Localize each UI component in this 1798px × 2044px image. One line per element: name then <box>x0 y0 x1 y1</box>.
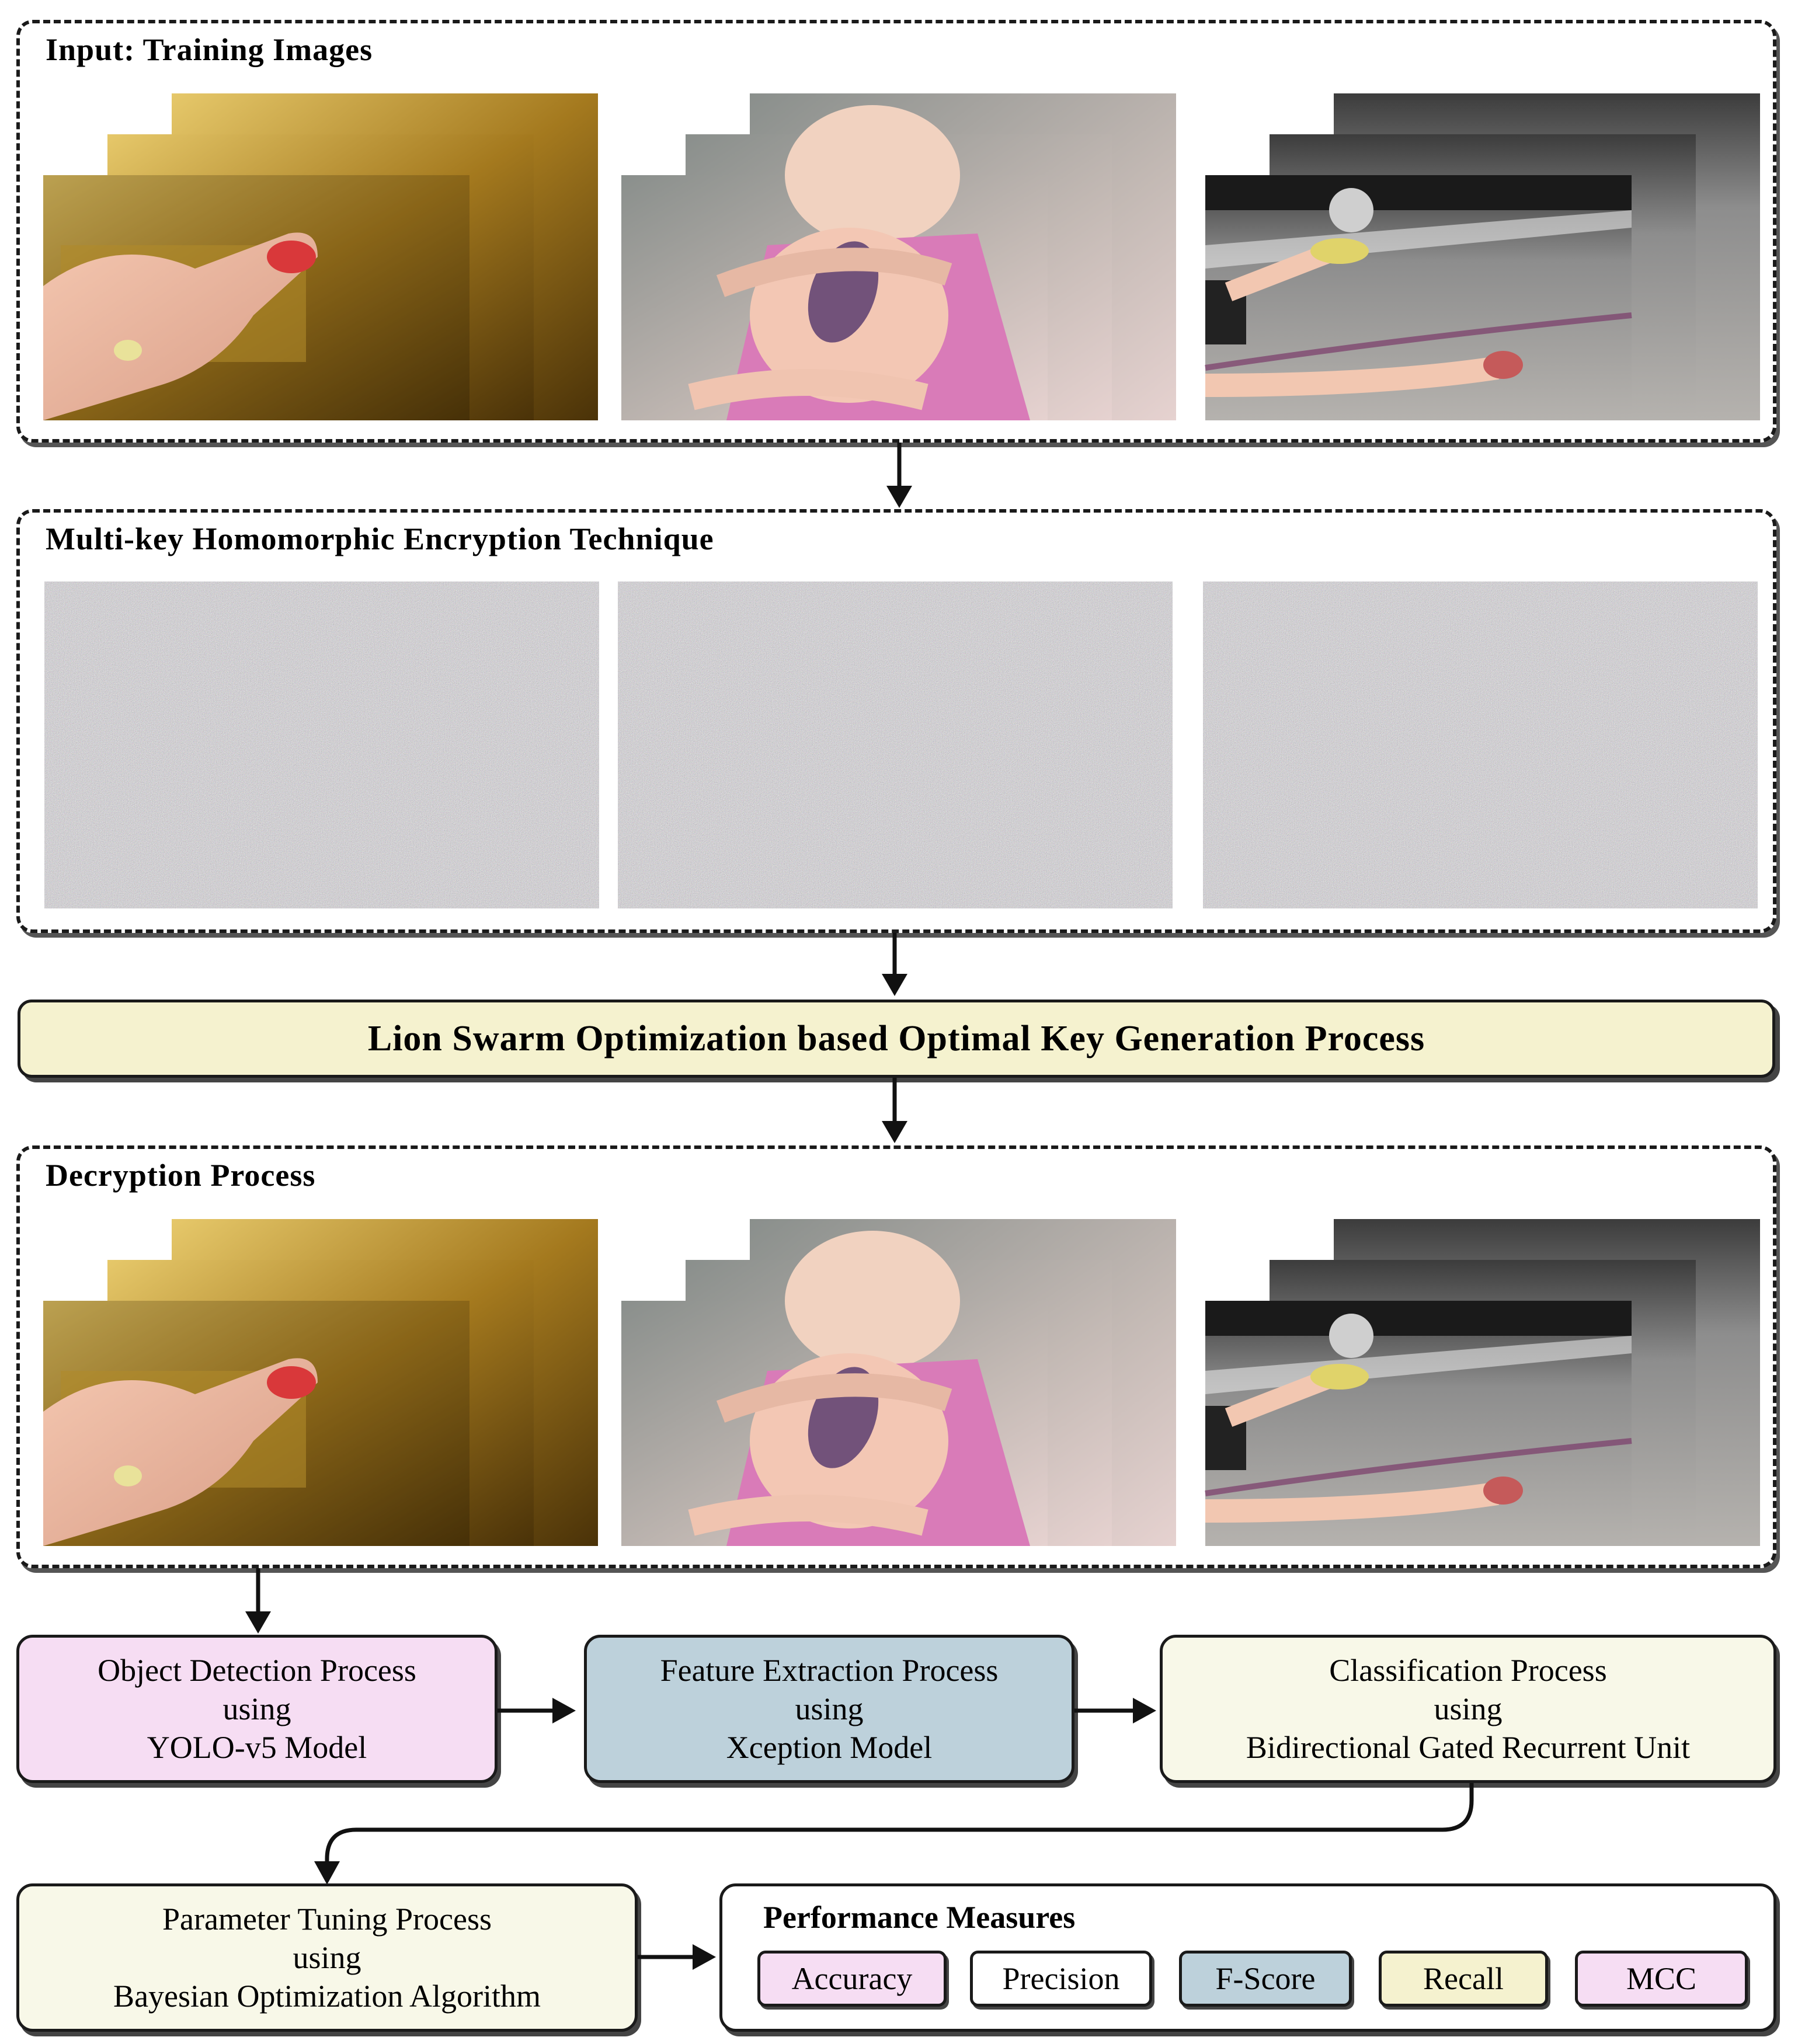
parameter-tuning-line3: Bayesian Optimization Algorithm <box>113 1979 541 2014</box>
flow-arrow-2 <box>882 933 907 996</box>
child-bruise-image-stack <box>621 93 1176 420</box>
flow-arrow-4 <box>245 1568 271 1634</box>
parameter-tuning-box: Parameter Tuning Process using Bayesian … <box>16 1883 638 2032</box>
key-generation-process: Lion Swarm Optimization based Optimal Ke… <box>18 1000 1775 1078</box>
classification-line3: Bidirectional Gated Recurrent Unit <box>1246 1730 1691 1765</box>
feature-extraction-line2: using <box>795 1691 864 1726</box>
feature-extraction-box: Feature Extraction Process using Xceptio… <box>584 1635 1074 1783</box>
flow-arrow-5 <box>498 1698 576 1723</box>
decryption-panel: Decryption Process <box>16 1145 1776 1568</box>
feature-extraction-line1: Feature Extraction Process <box>660 1653 999 1688</box>
decrypted-child-image-stack <box>621 1219 1176 1546</box>
flow-arrow-8 <box>638 1944 716 1970</box>
decrypted-finger-image-stack <box>43 1219 598 1546</box>
encrypted-image-stack-1 <box>44 581 599 908</box>
performance-measures-box: Performance Measures Accuracy Precision … <box>719 1883 1776 2032</box>
road-accident-image-stack <box>1205 93 1760 420</box>
encrypted-image-stack-3 <box>1203 581 1758 908</box>
measure-f-score: F-Score <box>1179 1951 1352 2007</box>
flow-arrow-7 <box>314 1783 1474 1885</box>
parameter-tuning-line2: using <box>293 1940 361 1975</box>
input-panel-title: Input: Training Images <box>46 32 373 67</box>
input-panel: Input: Training Images <box>16 20 1776 443</box>
classification-line2: using <box>1434 1691 1503 1726</box>
flow-arrow-6 <box>1074 1698 1156 1723</box>
finger-image-stack <box>43 93 598 420</box>
classification-box: Classification Process using Bidirection… <box>1160 1635 1776 1783</box>
parameter-tuning-line1: Parameter Tuning Process <box>162 1902 492 1937</box>
measure-accuracy: Accuracy <box>757 1951 947 2007</box>
encryption-panel-title: Multi-key Homomorphic Encryption Techniq… <box>46 521 714 556</box>
measure-precision: Precision <box>970 1951 1152 2007</box>
flow-arrow-1 <box>886 443 912 508</box>
classification-line1: Classification Process <box>1329 1653 1607 1688</box>
measure-mcc: MCC <box>1575 1951 1748 2007</box>
encryption-panel: Multi-key Homomorphic Encryption Techniq… <box>16 509 1776 933</box>
performance-measures-title: Performance Measures <box>763 1900 1076 1935</box>
flow-arrow-3 <box>882 1078 907 1143</box>
decryption-panel-title: Decryption Process <box>46 1158 316 1193</box>
object-detection-line3: YOLO-v5 Model <box>147 1730 367 1765</box>
decrypted-road-image-stack <box>1205 1219 1760 1546</box>
object-detection-box: Object Detection Process using YOLO-v5 M… <box>16 1635 498 1783</box>
encrypted-image-stack-2 <box>618 581 1173 908</box>
object-detection-line2: using <box>222 1691 291 1726</box>
feature-extraction-line3: Xception Model <box>726 1730 933 1765</box>
object-detection-line1: Object Detection Process <box>98 1653 416 1688</box>
measure-recall: Recall <box>1379 1951 1548 2007</box>
